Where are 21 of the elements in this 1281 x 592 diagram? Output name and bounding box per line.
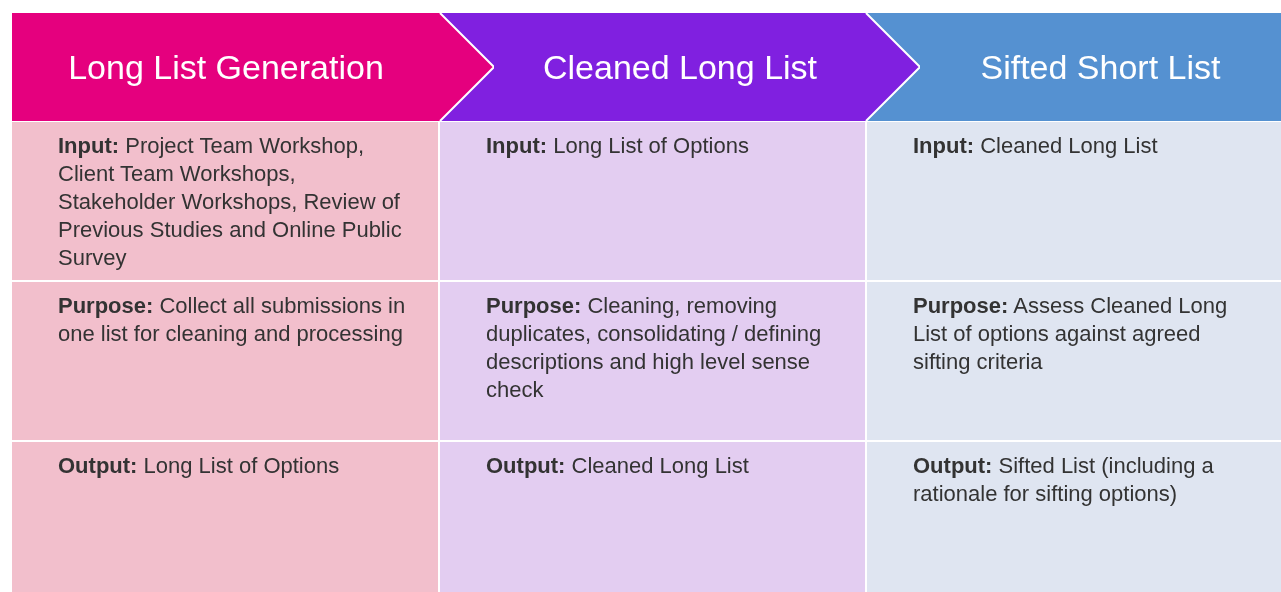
cell-text: Purpose: Assess Cleaned Long List of options against agreed sifting criteria <box>913 293 1228 374</box>
cell-text: Output: Sifted List (including a rationale for sifting options) <box>913 453 1214 506</box>
stage-title: Long List Generation <box>68 47 384 87</box>
cell-text: Purpose: Cleaning, removing duplicates, consolidating / defining descriptions and high level sense check <box>486 293 822 402</box>
cell-text: Output: Cleaned Long List <box>486 453 749 478</box>
stage-title: Cleaned Long List <box>542 47 818 87</box>
table-cell <box>12 122 438 280</box>
table-cell <box>440 282 865 440</box>
cell-text: Input: Cleaned Long List <box>913 133 1158 158</box>
cell-text: Output: Long List of Options <box>58 453 340 478</box>
cell-text: Input: Project Team Workshop, Client Team Workshops, Stakeholder Workshops, Review of Previous Studies and Online Public Survey <box>58 133 402 270</box>
table-cell <box>440 122 865 280</box>
table-cell <box>867 282 1281 440</box>
cell-text: Input: Long List of Options <box>486 133 749 158</box>
table-cell <box>12 282 438 440</box>
table-cell <box>867 442 1281 592</box>
table-cell <box>867 122 1281 280</box>
table-cell <box>440 442 865 592</box>
cell-text: Purpose: Collect all submissions in one list for cleaning and processing <box>58 293 406 346</box>
table-cell <box>12 442 438 592</box>
stage-title: Sifted Short List <box>980 47 1221 87</box>
